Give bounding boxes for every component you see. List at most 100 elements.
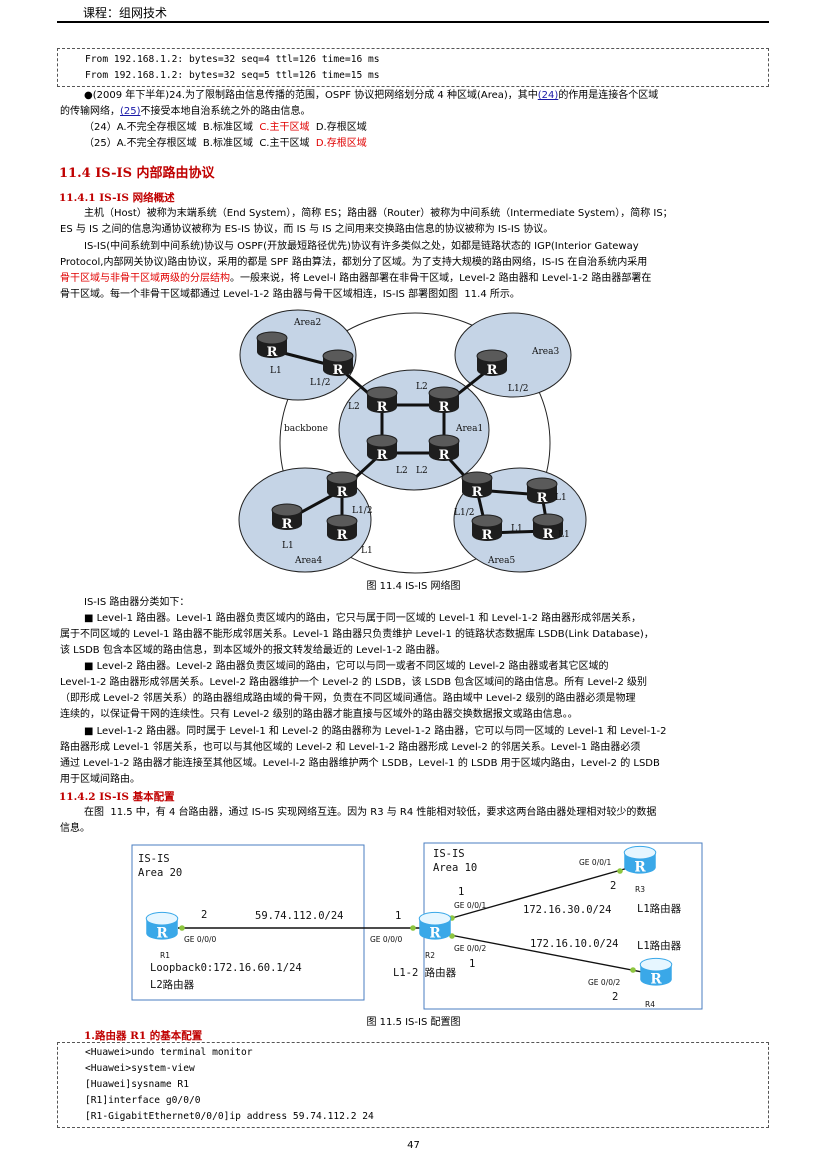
r4-role: L1路由器 [637,939,682,952]
level-label: L2 [396,466,408,476]
para-line: IS-IS(中间系统到中间系统)协议与 OSPF(开放最短路径优先)协议有许多类… [84,241,639,252]
backbone-label: backbone [284,424,328,434]
para-line: ■ Level-1-2 路由器。同时属于 Level-1 和 Level-2 的… [84,726,667,737]
subsection-title-1: 11.4.1 IS-IS 网络概述 [59,192,175,204]
figure-11-4-caption: 图 11.4 IS-IS 网络图 [366,581,461,592]
router-icon: R [428,386,460,415]
router-letter: R [377,448,388,463]
header-rule [57,21,769,23]
router-letter: R [482,528,493,543]
subsection-title-2: 11.4.2 IS-IS 基本配置 [59,791,175,803]
para-line: 在图 11.5 中，有 4 台路由器，通过 IS-IS 实现网络互连。因为 R3… [84,807,657,818]
router-icon: R [256,331,288,360]
para-line: ES 与 IS 之间的信息沟通协议被称为 ES-IS 协议，而 IS 与 IS … [60,224,554,235]
level-label: L1 [558,530,570,540]
para-line: （即形成 Level-2 邻居关系）的路由器组成路由域的骨干网，负责在不同区域间… [60,693,636,704]
para-line: 路由器形成 Level-1 邻居关系，也可以与其他区域的 Level-2 和 L… [60,742,641,753]
router-icon: R [322,349,354,378]
router-icon: R [639,957,673,988]
level-label: L1/2 [310,378,330,388]
para-line: 信息。 [60,823,90,834]
para-line: 通过 Level-1-2 路由器才能连接至其他区域。Level-l-2 路由器维… [60,758,660,769]
option-25: （25）A.不完全存根区域 B.标准区域 C.主干区域 D.存根区域 [84,138,367,149]
router-icon: R [471,514,503,543]
level-label: L1/2 [454,508,474,518]
para-line: Level-1-2 路由器形成邻居关系。Level-2 路由器维护一个 Leve… [60,677,648,688]
router-letter: R [543,527,554,542]
router-letter: R [282,517,293,532]
level-label: L2 [416,382,428,392]
area4-label: Area4 [294,556,322,566]
para-line: 主机（Host）被称为末端系统（End System），简称 ES；路由器（Ro… [84,208,673,219]
r1-role: L2路由器 [150,978,195,991]
port-label: GE 0/0/2 [588,978,621,987]
area10-label-1: IS-IS [433,848,465,860]
router-letter: R [650,972,662,988]
port-num: 1 [395,910,401,922]
link-r2-r4 [444,933,643,973]
level-label: L2 [348,402,360,412]
router-icon: R [526,477,558,506]
area3-ellipse [454,312,572,398]
level-label: L1 [282,541,294,551]
para-line: ■ Level-2 路由器。Level-2 路由器负责区域间的路由，它可以与同一… [84,661,609,672]
router-letter: R [337,528,348,543]
para-line: 用于区域间路由。 [60,774,140,785]
router-letter: R [439,400,450,415]
question-line-1: ●(2009 年下半年)24.为了限制路由信息传播的范围，OSPF 协议把网络划… [84,90,659,101]
router-icon: R [326,471,358,500]
code-line: [Huawei]sysname R1 [85,1079,189,1090]
link-r2-r3 [444,867,629,921]
port-num: 2 [201,909,207,921]
config-title: 1.路由器 R1 的基本配置 [84,1030,203,1042]
page-number: 47 [407,1140,420,1151]
router-letter: R [267,345,278,360]
router-icon: R [366,434,398,463]
port-label: GE 0/0/0 [370,935,403,944]
option-24: （24）A.不完全存根区域 B.标准区域 C.主干区域 D.存根区域 [84,122,367,133]
code-line: [R1]interface g0/0/0 [85,1095,201,1106]
course-header: 课程：组网技术 [83,6,168,20]
router-icon: R [145,911,179,942]
level-label: L1 [361,546,373,556]
router-letter: R [337,485,348,500]
router-icon: R [271,503,303,532]
para-line: 属于不同区域的 Level-1 路由器不能形成邻居关系。Level-1 路由器只… [60,629,654,640]
question-line-2: 的传输网络，(25)不接受本地自治系统之外的路由信息。 [60,106,311,117]
config-code-box: <Huawei>undo terminal monitor <Huawei>sy… [57,1042,769,1128]
router-icon: R [428,434,460,463]
figure-11-5-caption: 图 11.5 IS-IS 配置图 [366,1017,461,1028]
level-label: L1/2 [508,384,528,394]
router-letter: R [537,491,548,506]
link3-label: 172.16.10.0/24 [530,938,619,950]
area3-label: Area3 [531,347,559,357]
router-letter: R [156,926,168,942]
para-line: 骨干区域与非骨干区域两级的分层结构。一般来说，将 Level-l 路由器部署在非… [60,273,652,284]
port-label: GE 0/0/1 [579,858,612,867]
loopback-label: Loopback0:172.16.60.1/24 [150,962,302,974]
port-num: 1 [469,958,475,970]
code-line: [R1-GigabitEthernet0/0/0]ip address 59.7… [85,1111,374,1122]
section-title: 11.4 IS-IS 内部路由协议 [59,166,215,181]
router-name: R3 [635,885,645,894]
para-line: 连续的，以保证骨干网的连续性。只有 Level-2 级别的路由器才能直接与区域外… [60,709,578,720]
area20-label-1: IS-IS [138,853,170,865]
area5-label: Area5 [487,556,515,566]
router-icon: R [461,471,493,500]
router-icon: R [418,911,452,942]
classify-intro: IS-IS 路由器分类如下： [84,597,190,608]
level-label: L1 [555,493,567,503]
port-num: 2 [612,991,618,1003]
router-letter: R [333,363,344,378]
router-letter: R [439,448,450,463]
router-name: R2 [425,951,435,960]
port-label: GE 0/0/0 [184,935,217,944]
router-icon: R [326,514,358,543]
router-letter: R [487,363,498,378]
router-icon: R [623,845,657,876]
r2-role: L1-2 路由器 [393,966,457,979]
area20-label-2: Area 20 [138,867,182,879]
